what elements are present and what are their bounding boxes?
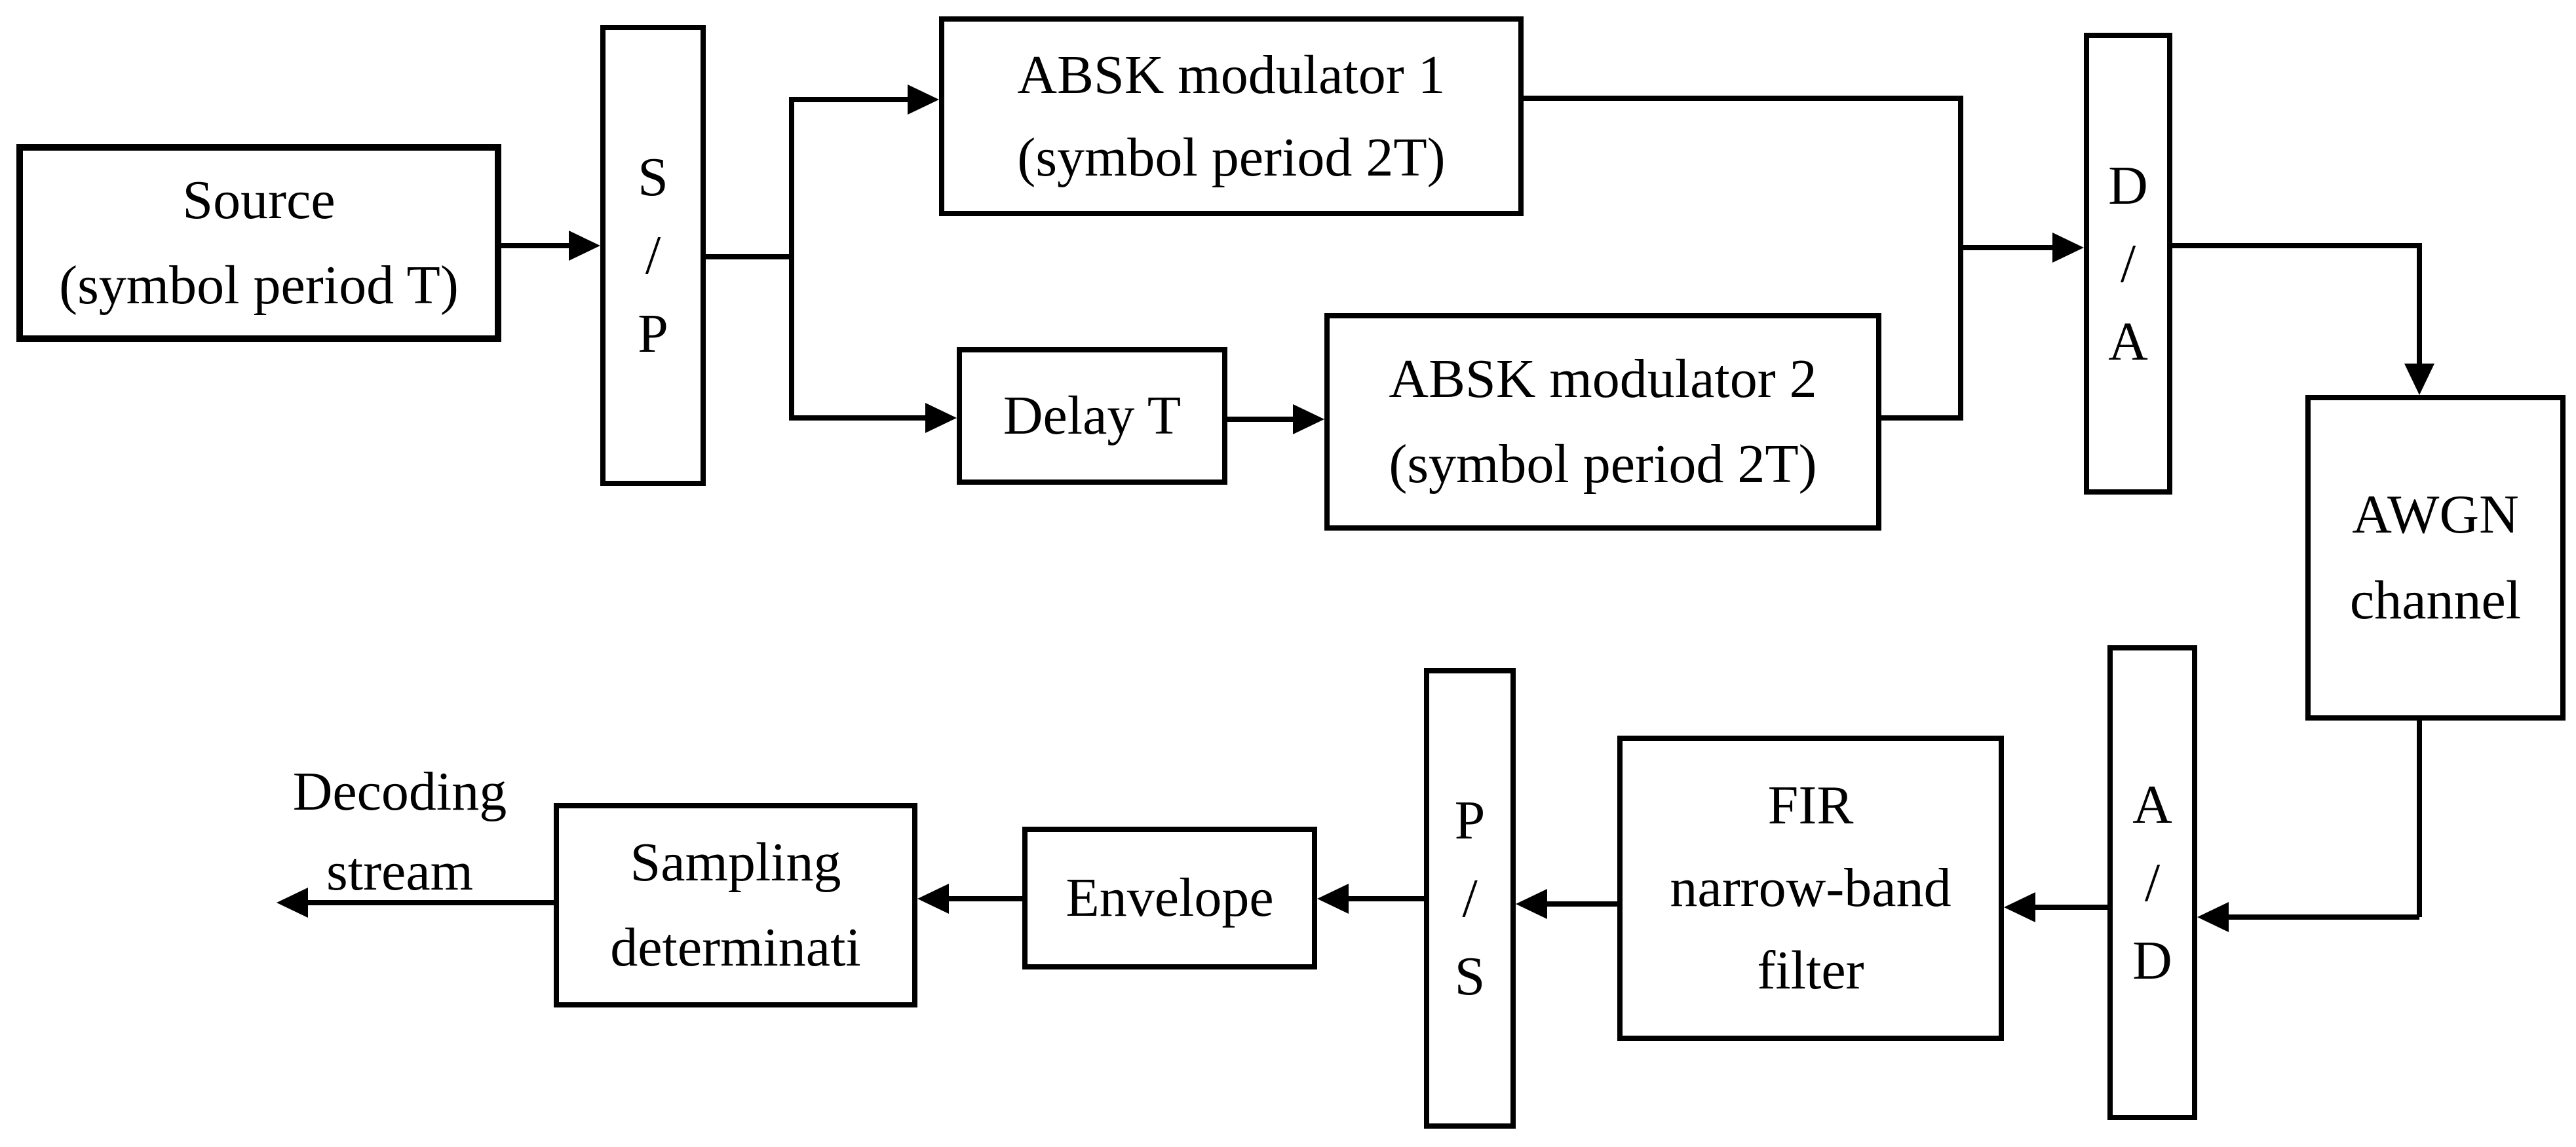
arrowhead-output xyxy=(277,888,308,918)
label-decoding-stream-line1: Decoding xyxy=(292,761,507,822)
node-source: Source (symbol period T) xyxy=(16,144,501,342)
node-fir-label-line1: FIR xyxy=(1767,775,1854,836)
node-absk2-label-line2: (symbol period 2T) xyxy=(1389,434,1817,495)
arrowhead-into-ps xyxy=(1516,889,1547,919)
arrowhead-into-sp xyxy=(569,231,600,261)
node-fir-filter: FIR narrow-band filter xyxy=(1617,736,2004,1041)
node-da-label-line3: A xyxy=(2108,311,2148,373)
node-absk-modulator-2: ABSK modulator 2 (symbol period 2T) xyxy=(1324,313,1881,531)
node-sp-label-line1: S xyxy=(638,147,668,208)
node-absk2-label-line1: ABSK modulator 2 xyxy=(1389,348,1817,409)
node-ad-label-line2: / xyxy=(2144,852,2161,913)
arrowhead-into-ad xyxy=(2197,902,2229,932)
node-fir-label-line3: filter xyxy=(1757,940,1864,1001)
node-source-label-line2: (symbol period T) xyxy=(59,255,459,316)
node-awgn-label-line1: AWGN xyxy=(2352,484,2519,546)
node-da-converter: D / A xyxy=(2084,33,2172,495)
node-source-label-line1: Source xyxy=(182,169,336,231)
node-envelope: Envelope xyxy=(1022,827,1317,969)
node-ad-label-line1: A xyxy=(2132,774,2172,835)
node-ps-converter: P / S xyxy=(1424,668,1516,1129)
node-da-label-line1: D xyxy=(2108,155,2148,216)
node-awgn-label-line2: channel xyxy=(2349,569,2522,631)
node-absk1-label-line2: (symbol period 2T) xyxy=(1017,126,1446,188)
arrowhead-into-envelope xyxy=(1317,884,1349,914)
node-ps-label-line3: S xyxy=(1454,946,1486,1007)
arrowhead-into-da xyxy=(2052,233,2084,263)
node-ad-converter: A / D xyxy=(2107,645,2197,1120)
label-decoding-stream-line2: stream xyxy=(326,840,473,902)
node-delay-label: Delay T xyxy=(1003,385,1182,446)
arrowhead-into-sampling xyxy=(917,884,949,914)
node-sampling-label-line2: determinati xyxy=(610,917,861,978)
node-envelope-label: Envelope xyxy=(1066,867,1274,928)
node-sp-label-line3: P xyxy=(638,303,668,364)
arrowhead-into-awgn xyxy=(2404,364,2434,395)
node-sp-label-line2: / xyxy=(645,225,661,286)
node-ps-label-line1: P xyxy=(1454,789,1486,851)
node-delay: Delay T xyxy=(957,347,1227,485)
node-ps-label-line2: / xyxy=(1462,867,1478,929)
node-sp-converter: S / P xyxy=(600,25,706,486)
node-sampling-label-line1: Sampling xyxy=(630,831,841,893)
node-ad-label-line3: D xyxy=(2132,930,2172,992)
arrowhead-into-absk2 xyxy=(1293,404,1324,434)
node-sampling-determination: Sampling determinati xyxy=(554,803,917,1007)
node-fir-label-line2: narrow-band xyxy=(1670,857,1951,918)
node-da-label-line2: / xyxy=(2120,233,2136,294)
node-absk-modulator-1: ABSK modulator 1 (symbol period 2T) xyxy=(939,16,1524,216)
label-decoding-stream: Decoding stream xyxy=(259,752,541,912)
node-absk1-label-line1: ABSK modulator 1 xyxy=(1017,44,1446,105)
arrowhead-into-delay xyxy=(925,403,957,433)
arrowhead-into-absk1 xyxy=(908,85,939,115)
node-awgn-channel: AWGN channel xyxy=(2305,395,2566,721)
arrowhead-into-fir xyxy=(2004,892,2035,922)
